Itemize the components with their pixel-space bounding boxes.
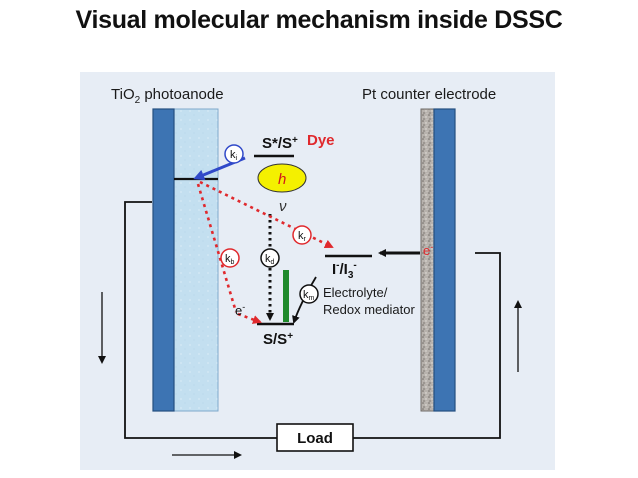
- electron-left-label: e-: [235, 302, 245, 318]
- electron-right-label: e-: [423, 242, 433, 258]
- external-circuit-left: [124, 201, 277, 439]
- dssc-diagram: TiO2 photoanode Pt counter electrode Loa…: [98, 86, 522, 459]
- tio2-layer: [173, 108, 219, 412]
- recombination-path-kr: [199, 180, 334, 249]
- ground-state-label: S/S+: [263, 331, 293, 348]
- pt-coating: [420, 108, 435, 412]
- km-arrow: [292, 276, 317, 324]
- rate-kb: kb: [220, 248, 240, 268]
- load-box: [276, 423, 354, 452]
- counter-electrode: [433, 108, 456, 412]
- electrolyte-label-line2: Redox mediator: [323, 302, 415, 317]
- diagram-panel: TiO2 photoanode Pt counter electrode Loa…: [80, 72, 555, 470]
- svg-text:km: km: [303, 289, 315, 302]
- photoanode-label: TiO2 photoanode: [111, 86, 224, 106]
- dye-label: Dye: [307, 132, 335, 149]
- electrolyte-label-line1: Electrolyte/: [323, 285, 388, 300]
- rate-km: km: [299, 284, 319, 304]
- photoanode-electrode: [152, 108, 175, 412]
- rate-kr: kr: [292, 225, 312, 245]
- slide-title: Visual molecular mechanism inside DSSC: [75, 6, 563, 34]
- photon-nu-label: ν: [279, 198, 287, 215]
- recombination-path-kb-up: [196, 183, 238, 313]
- load-label: Load: [297, 430, 333, 447]
- external-circuit-right: [353, 252, 501, 439]
- counter-electrode-label: Pt counter electrode: [362, 86, 496, 103]
- excited-state-label: S*/S+: [262, 135, 298, 152]
- svg-text:kb: kb: [225, 253, 235, 266]
- rate-kd: kd: [260, 248, 280, 268]
- svg-text:kr: kr: [298, 230, 307, 243]
- redox-label: I-/I3-: [332, 260, 357, 281]
- photon-ellipse: [257, 163, 307, 193]
- regeneration-bar: [283, 270, 289, 322]
- svg-text:ki: ki: [230, 149, 238, 162]
- photon-h-label: h: [278, 171, 286, 188]
- svg-text:kd: kd: [265, 253, 275, 266]
- rate-ki: ki: [224, 144, 244, 164]
